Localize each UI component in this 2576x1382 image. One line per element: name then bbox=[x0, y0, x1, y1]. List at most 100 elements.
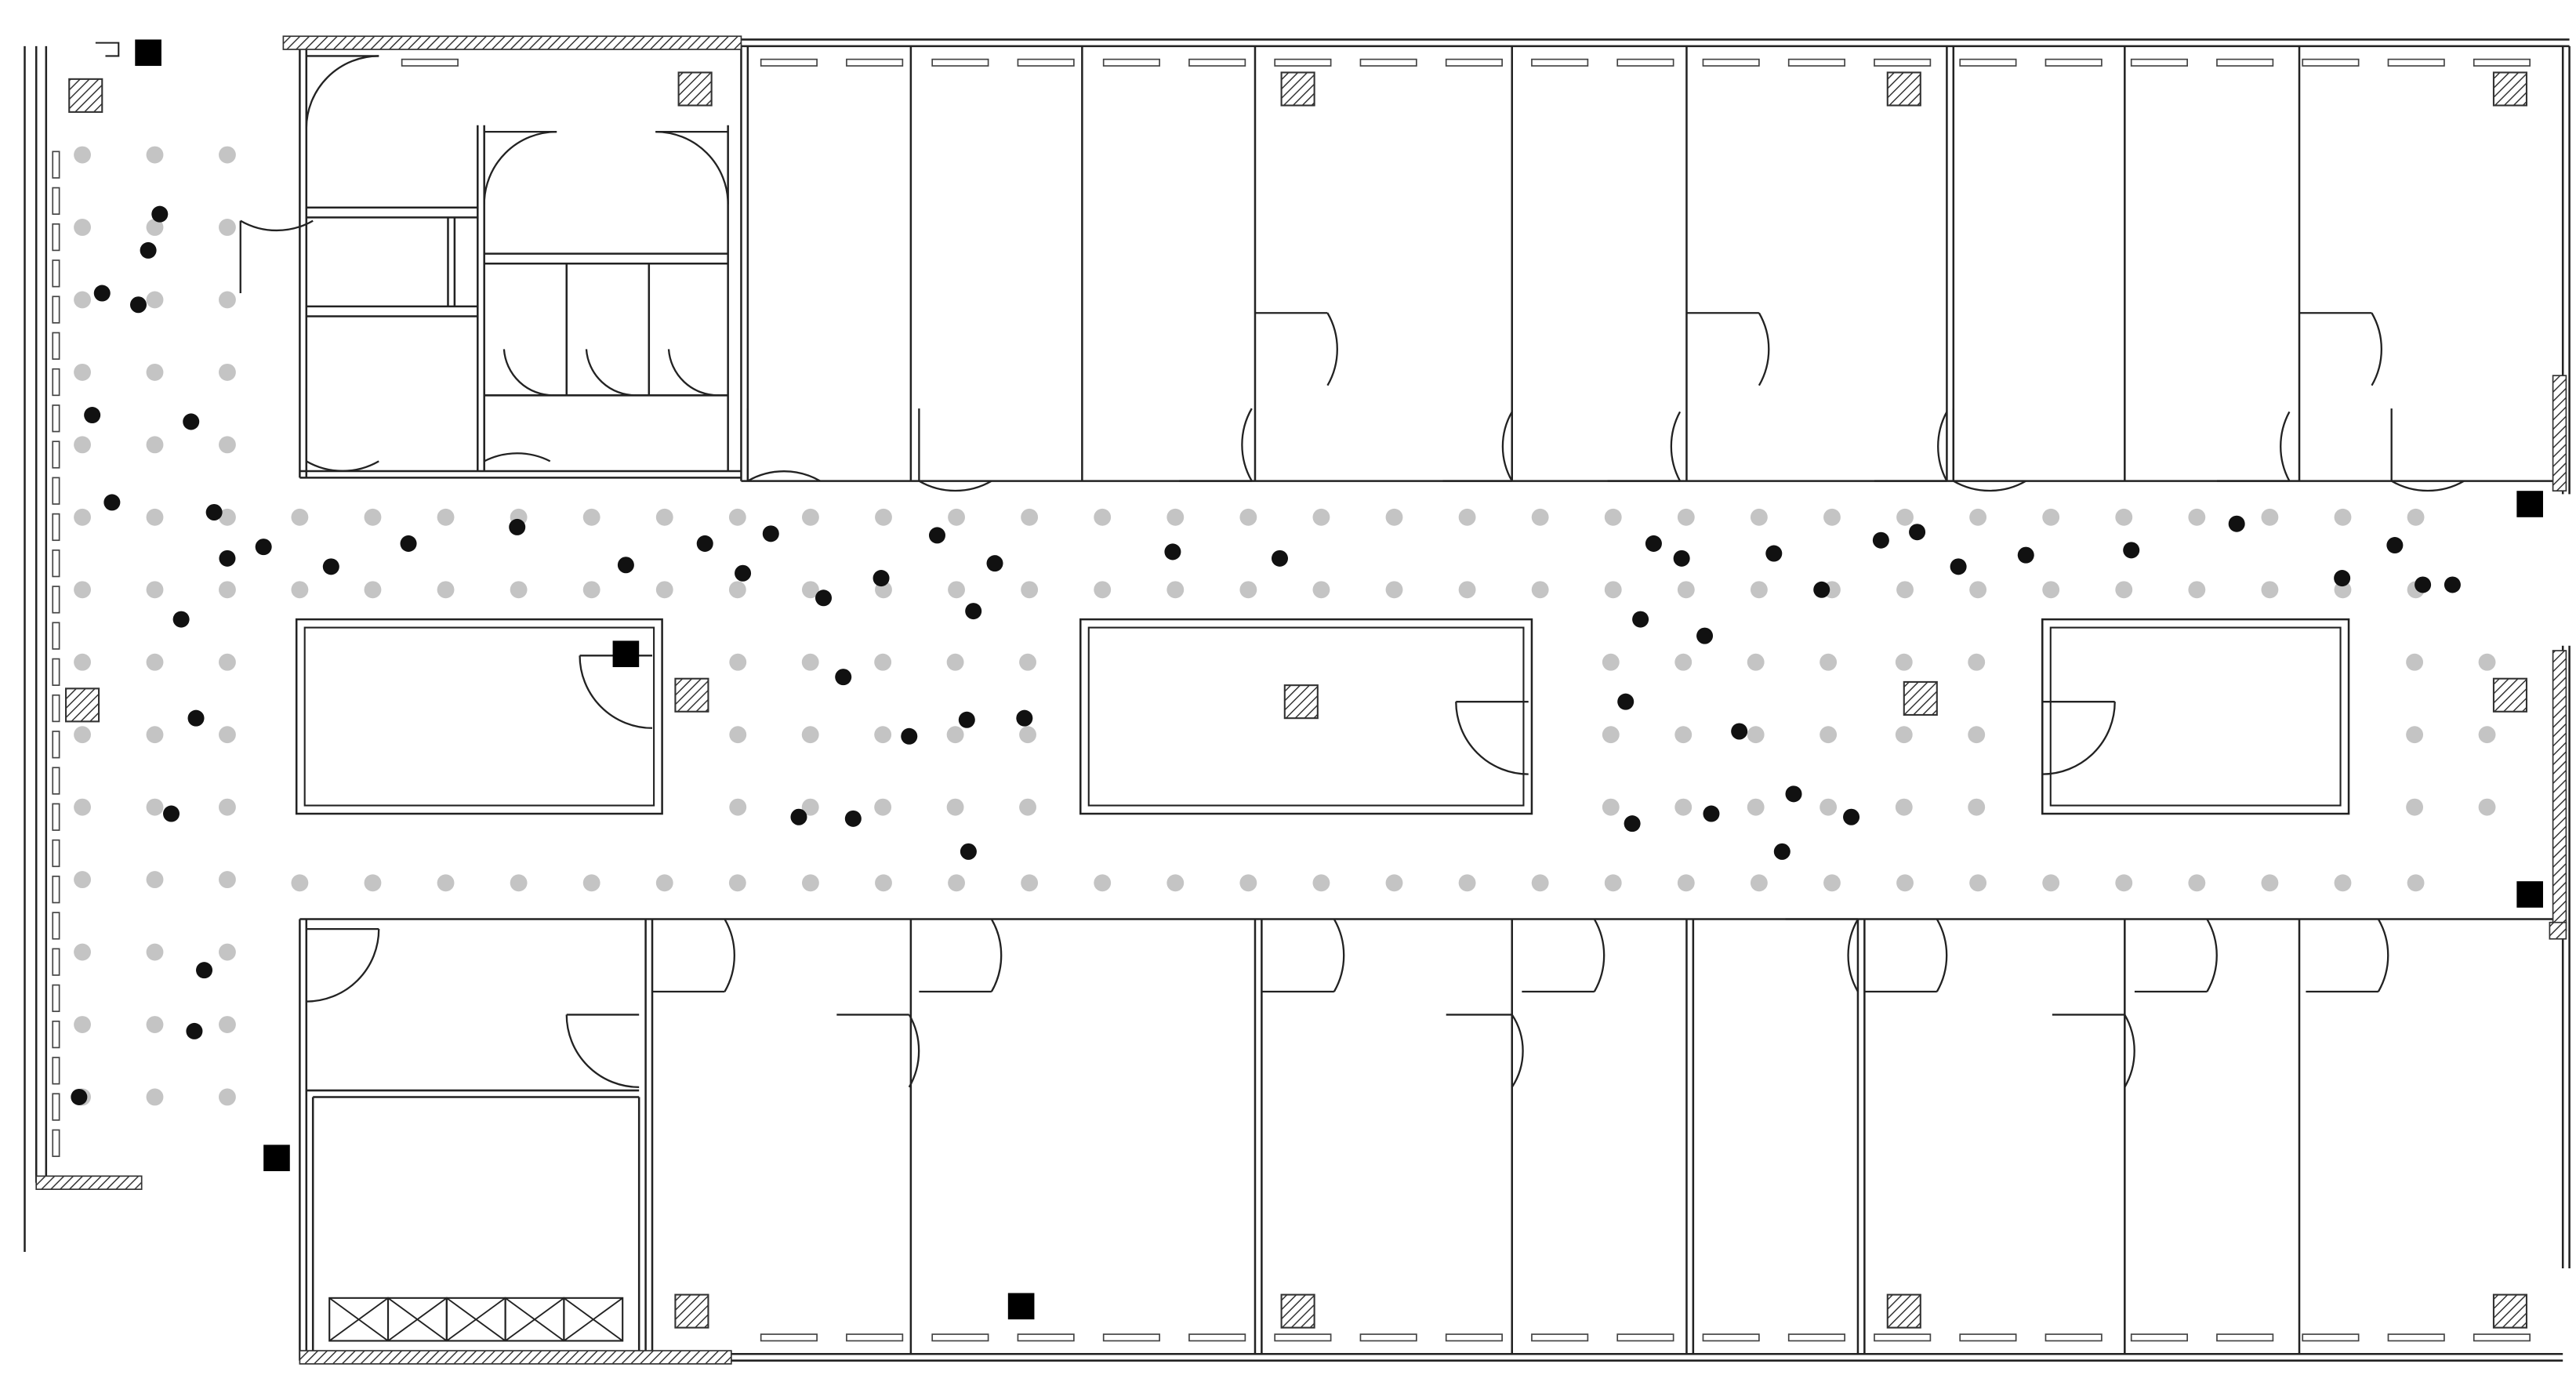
sample-point bbox=[1645, 535, 1662, 552]
window bbox=[1445, 1333, 1503, 1342]
grid-point bbox=[2115, 508, 2133, 526]
window bbox=[52, 332, 60, 360]
grid-point bbox=[1602, 726, 1620, 744]
sample-point bbox=[1624, 815, 1641, 832]
sample-point bbox=[84, 407, 101, 424]
storage-box-cross bbox=[446, 1297, 506, 1342]
grid-point bbox=[219, 726, 236, 744]
sample-point bbox=[172, 611, 190, 628]
sample-point bbox=[617, 557, 634, 574]
grid-point bbox=[1747, 798, 1765, 816]
window bbox=[2130, 58, 2188, 67]
door-swing bbox=[747, 470, 821, 482]
door-swing bbox=[2377, 918, 2389, 992]
anchor-square bbox=[1007, 1293, 1035, 1320]
window bbox=[1188, 1333, 1246, 1342]
grid-point bbox=[1677, 581, 1695, 599]
grid-point bbox=[74, 436, 91, 454]
sample-point bbox=[986, 555, 1003, 572]
grid-point bbox=[364, 581, 382, 599]
grid-point bbox=[146, 798, 164, 816]
sample-point bbox=[196, 962, 213, 979]
door-swing bbox=[484, 452, 551, 462]
sample-point bbox=[2444, 576, 2461, 593]
grid-point bbox=[1820, 798, 1838, 816]
window bbox=[2216, 58, 2274, 67]
sample-point bbox=[151, 205, 169, 223]
door-swing bbox=[2371, 312, 2382, 386]
window bbox=[52, 912, 60, 940]
door-swing bbox=[1333, 918, 1345, 992]
anchor-square bbox=[612, 640, 640, 668]
window bbox=[52, 622, 60, 650]
door-swing bbox=[990, 918, 1003, 992]
grid-point bbox=[2188, 874, 2206, 892]
anchor-square bbox=[263, 1144, 290, 1172]
grid-point bbox=[582, 874, 600, 892]
grid-point bbox=[1602, 798, 1620, 816]
grid-point bbox=[74, 871, 91, 889]
window bbox=[1616, 1333, 1674, 1342]
window bbox=[1274, 1333, 1332, 1342]
door-swing bbox=[2042, 702, 2116, 775]
grid-point bbox=[874, 798, 892, 816]
window bbox=[1616, 58, 1674, 67]
grid-point bbox=[2406, 798, 2424, 816]
window bbox=[1874, 58, 1932, 67]
column-icon bbox=[2492, 677, 2528, 713]
grid-point bbox=[437, 581, 455, 599]
grid-point bbox=[74, 363, 91, 381]
grid-point bbox=[219, 581, 236, 599]
door-swing bbox=[1241, 408, 1253, 482]
door-swing bbox=[306, 460, 379, 472]
grid-point bbox=[2407, 874, 2425, 892]
window bbox=[52, 1020, 60, 1049]
grid-point bbox=[1823, 508, 1841, 526]
window bbox=[52, 259, 60, 288]
grid-point bbox=[1604, 581, 1622, 599]
sample-point bbox=[1271, 550, 1288, 567]
grid-point bbox=[74, 943, 91, 961]
grid-point bbox=[728, 581, 746, 599]
column-icon bbox=[674, 1293, 709, 1329]
storage-box bbox=[563, 1297, 624, 1342]
grid-point bbox=[946, 653, 964, 671]
grid-point bbox=[1458, 508, 1476, 526]
door-swing bbox=[1593, 918, 1605, 992]
grid-point bbox=[729, 798, 747, 816]
sample-point bbox=[219, 550, 236, 567]
grid-point bbox=[946, 798, 964, 816]
door-swing bbox=[1670, 411, 1682, 482]
grid-point bbox=[1385, 874, 1403, 892]
window bbox=[52, 731, 60, 759]
sample-point bbox=[1765, 545, 1783, 562]
grid-point bbox=[1602, 653, 1620, 671]
grid-point bbox=[2478, 798, 2496, 816]
grid-point bbox=[1239, 581, 1257, 599]
grid-point bbox=[146, 1088, 164, 1106]
grid-point bbox=[1750, 508, 1768, 526]
grid-point bbox=[2261, 874, 2279, 892]
grid-point bbox=[801, 726, 819, 744]
window bbox=[1959, 58, 2017, 67]
window bbox=[1702, 1333, 1760, 1342]
sample-point bbox=[71, 1088, 88, 1105]
sample-point bbox=[2415, 576, 2432, 593]
window bbox=[2302, 58, 2360, 67]
grid-point bbox=[146, 653, 164, 671]
door-swing bbox=[2391, 480, 2465, 492]
sample-points bbox=[71, 205, 2461, 1105]
grid-point bbox=[1820, 653, 1838, 671]
grid-point bbox=[1312, 874, 1330, 892]
island-inner bbox=[1087, 626, 1525, 807]
window bbox=[2216, 1333, 2274, 1342]
window bbox=[52, 1093, 60, 1121]
window bbox=[1017, 1333, 1075, 1342]
grid-point bbox=[1239, 508, 1257, 526]
grid-point bbox=[219, 508, 236, 526]
door-swing bbox=[1326, 312, 1338, 386]
sample-point bbox=[205, 504, 223, 521]
grid-point bbox=[219, 436, 236, 454]
grid-point bbox=[1747, 653, 1765, 671]
grid-point bbox=[74, 219, 91, 236]
